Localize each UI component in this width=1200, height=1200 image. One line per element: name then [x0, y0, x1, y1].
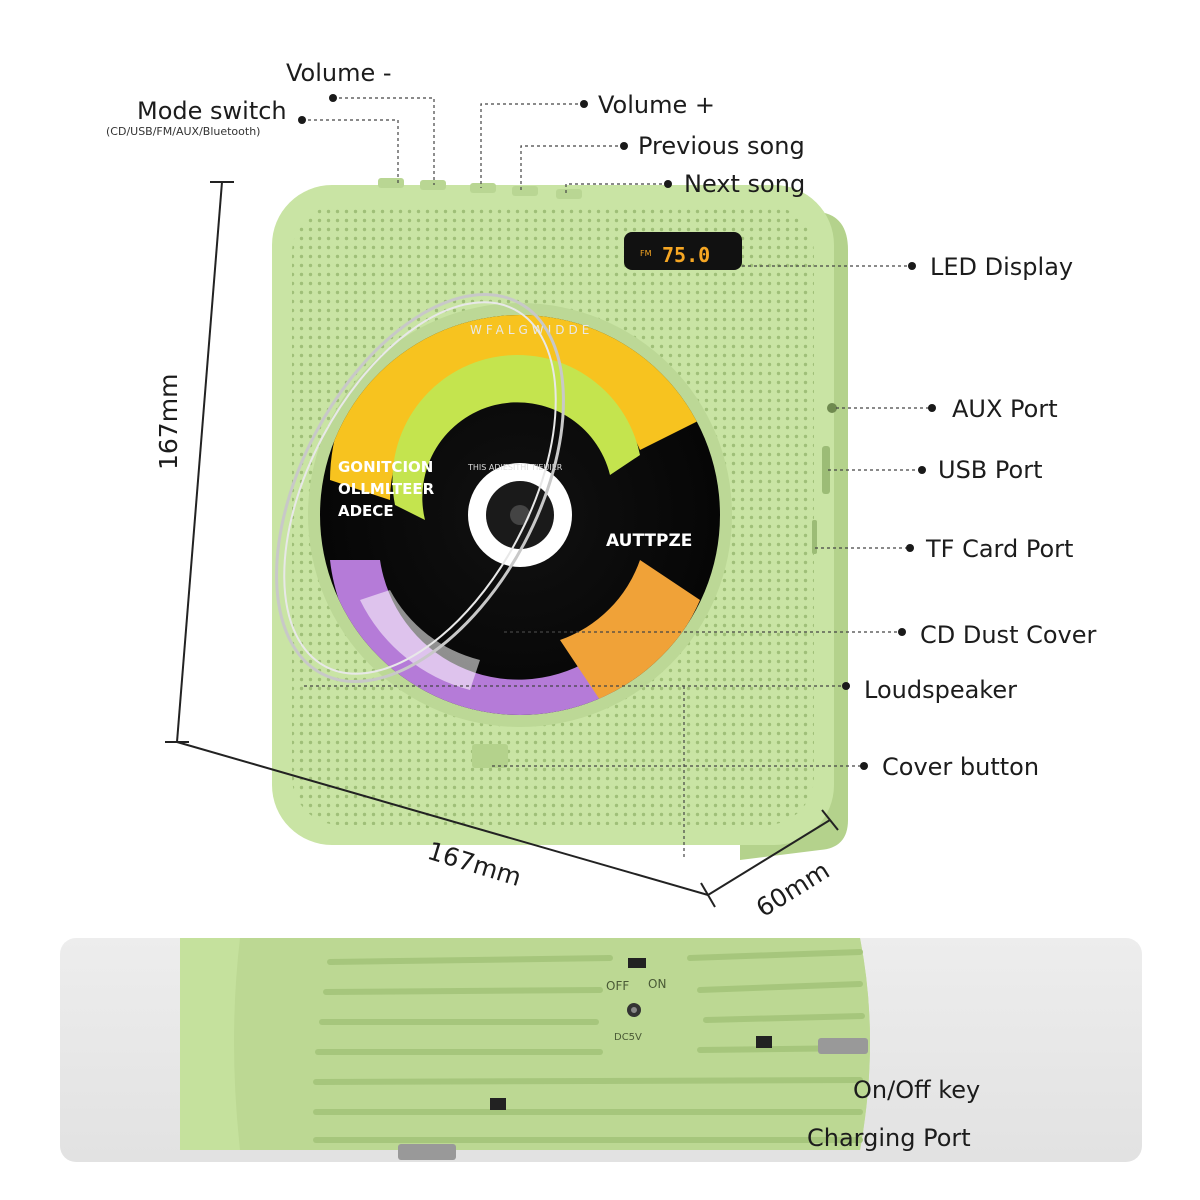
switch-on-label: ON [648, 977, 666, 991]
mode-switch-sub-label: (CD/USB/FM/AUX/Bluetooth) [106, 125, 261, 138]
foot-right [818, 1038, 868, 1054]
mode-switch-button [378, 178, 404, 188]
on-off-key-label: On/Off key [853, 1076, 981, 1104]
aux-port [827, 403, 837, 413]
aux-port-label: AUX Port [952, 395, 1058, 423]
cover-button [472, 744, 508, 768]
led-display-label: LED Display [930, 253, 1074, 281]
tf-card-port [812, 520, 817, 554]
volume-minus-label: Volume - [286, 59, 392, 87]
previous-song-label: Previous song [638, 132, 805, 160]
usb-port [822, 446, 830, 494]
cd-dust-cover-label: CD Dust Cover [920, 621, 1097, 649]
loudspeaker-label: Loudspeaker [864, 676, 1017, 704]
led-display-mode: FM [640, 249, 652, 258]
dimension-lines [165, 181, 839, 908]
led-display [624, 232, 742, 270]
disc-title-line-1: GONITCION [338, 458, 433, 476]
mode-switch-label: Mode switch [137, 97, 287, 125]
top-buttons [378, 178, 582, 199]
disc-tracklist-text: THIS ADIESITHI TIEUIER [467, 463, 563, 472]
dc-label: DC5V [614, 1032, 642, 1043]
previous-song-button [512, 186, 538, 196]
volume-minus-button [420, 180, 446, 190]
switch-off-label: OFF [606, 979, 629, 993]
disc-brand-text: WFALGWIDDE [470, 323, 593, 337]
charging-port-label: Charging Port [807, 1124, 971, 1152]
volume-plus-button [470, 183, 496, 193]
next-song-label: Next song [684, 170, 806, 198]
cover-button-label: Cover button [882, 753, 1040, 781]
led-display-value: 75.0 [662, 243, 710, 267]
on-off-switch [628, 958, 646, 968]
disc-title-line-3: ADECE [338, 502, 394, 520]
clip-left [490, 1098, 506, 1110]
usb-port-label: USB Port [938, 456, 1043, 484]
foot-left [398, 1144, 456, 1160]
cd-dust-cover [275, 292, 565, 684]
tf-card-port-label: TF Card Port [926, 535, 1074, 563]
height-dimension-label: 167mm [154, 373, 183, 470]
device-bottom-front [234, 938, 870, 1150]
disc-title-line-2: OLLMLTEER [338, 480, 435, 498]
clip-right [756, 1036, 772, 1048]
spindle [510, 505, 530, 525]
disc-logo-text: AUTTPZE [606, 531, 692, 551]
bottom-detail-panel: OFF ON DC5V [60, 938, 1142, 1162]
volume-plus-label: Volume + [598, 91, 715, 119]
cd-player-device: FM 75.0 WFALGWIDDE GONITCION OLLMLTEER A… [272, 178, 848, 860]
next-song-button [556, 189, 582, 199]
